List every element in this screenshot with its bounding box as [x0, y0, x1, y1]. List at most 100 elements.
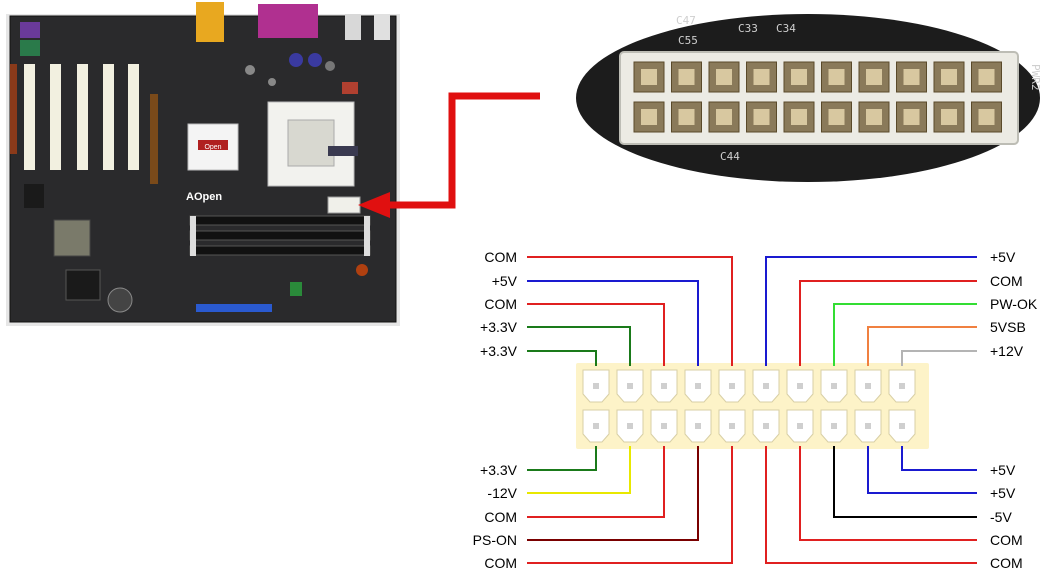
wire: [527, 446, 699, 541]
zoom-pin-contact: [866, 109, 882, 125]
silkscreen-pwr2: PWR2: [1029, 64, 1042, 91]
wire: [833, 446, 977, 518]
pin-contact: [797, 383, 803, 389]
atx-connector-on-board: [327, 196, 361, 214]
io-port-icon: [196, 2, 224, 42]
zoom-pin-contact: [678, 109, 695, 125]
pin-label: +12V: [990, 343, 1024, 359]
pin-contact: [661, 383, 667, 389]
pin-label: +5V: [990, 249, 1016, 265]
pin-contact: [593, 423, 599, 429]
wire: [527, 350, 597, 366]
pin-contact: [627, 423, 633, 429]
pin-label: -12V: [487, 485, 517, 501]
pin-contact: [729, 423, 735, 429]
pci-slots: [24, 64, 139, 170]
pin-contact: [899, 423, 905, 429]
wire: [765, 256, 977, 366]
pin-label: -5V: [990, 509, 1012, 525]
wire: [527, 326, 631, 366]
wire: [867, 446, 977, 494]
pin-contact: [661, 423, 667, 429]
pin-label: +3.3V: [480, 319, 518, 335]
zoom-pin-contact: [828, 109, 845, 125]
agp-slot: [150, 94, 158, 184]
wire: [867, 326, 977, 366]
zoom-pin-contact: [941, 69, 957, 85]
zoom-pin-contact: [978, 69, 995, 85]
pin-contact: [627, 383, 633, 389]
pointer-arrow: [358, 92, 540, 218]
pin-contact: [831, 423, 837, 429]
silkscreen-c34: C34: [776, 22, 796, 35]
wire: [527, 280, 699, 366]
zoom-pin-contact: [903, 109, 920, 125]
pin-contact: [831, 383, 837, 389]
wire: [799, 280, 977, 366]
wire: [527, 446, 733, 564]
silkscreen-c47: C47: [676, 14, 696, 27]
chip-brand: Open: [204, 144, 221, 151]
pin-contact: [797, 423, 803, 429]
zoom-pin-contact: [903, 69, 920, 85]
connector-zoom-photo: C47 C55 C33 C34 C44 PWR2: [570, 6, 1045, 190]
pin-label: COM: [484, 296, 517, 312]
pin-contact: [695, 383, 701, 389]
pin-label: +5V: [990, 462, 1016, 478]
pin-label: COM: [990, 555, 1023, 571]
pin-label: COM: [484, 555, 517, 571]
wire: [527, 446, 631, 494]
pin-wires: [527, 256, 977, 564]
wire: [527, 256, 733, 366]
pin-label: COM: [484, 249, 517, 265]
pin-contact: [865, 383, 871, 389]
pin-label: PS-ON: [473, 532, 517, 548]
wire: [901, 350, 977, 366]
pin-contact: [763, 383, 769, 389]
wire: [765, 446, 977, 564]
wire: [527, 446, 597, 471]
pin-contact: [763, 423, 769, 429]
pin-label: +5V: [492, 273, 518, 289]
pin-contact: [899, 383, 905, 389]
wire: [901, 446, 977, 471]
zoom-pin-contact: [866, 69, 882, 85]
zoom-pin-contact: [978, 109, 995, 125]
wire: [527, 446, 665, 518]
zoom-pin-contact: [641, 69, 657, 85]
southbridge-chip: [53, 219, 91, 257]
pin-labels: COM +5V COM +3.3V +3.3V +3.3V -12V COM PS-ON COM +…: [473, 249, 1038, 571]
pin-contact: [729, 383, 735, 389]
pin-label: +3.3V: [480, 462, 518, 478]
zoom-pin-contact: [941, 109, 957, 125]
motherboard-photo: Open AOpen: [6, 2, 400, 326]
zoom-pin-contact: [791, 109, 807, 125]
pin-label: +3.3V: [480, 343, 518, 359]
zoom-pin-contact: [641, 109, 657, 125]
pin-label: COM: [990, 273, 1023, 289]
pin-label: COM: [484, 509, 517, 525]
wire: [527, 303, 665, 366]
pin-label: PW-OK: [990, 296, 1038, 312]
ide-connector: [196, 304, 272, 312]
zoom-pin-contact: [716, 69, 732, 85]
pin-label: +5V: [990, 485, 1016, 501]
board-brand: AOpen: [186, 191, 222, 203]
northbridge-chip: [187, 123, 239, 171]
zoom-pin-contact: [753, 109, 770, 125]
pin-contact: [695, 423, 701, 429]
pin-label: COM: [990, 532, 1023, 548]
zoom-pin-contact: [791, 69, 807, 85]
pin-contact: [593, 383, 599, 389]
pin-contact: [865, 423, 871, 429]
silkscreen-c55: C55: [678, 34, 698, 47]
wire: [833, 303, 977, 366]
zoom-pin-contact: [678, 69, 695, 85]
zoom-pin-contact: [828, 69, 845, 85]
dimm-slots: [189, 215, 371, 256]
zoom-pin-contact: [716, 109, 732, 125]
silkscreen-c44: C44: [720, 150, 740, 163]
wire: [799, 446, 977, 541]
silkscreen-c33: C33: [738, 22, 758, 35]
